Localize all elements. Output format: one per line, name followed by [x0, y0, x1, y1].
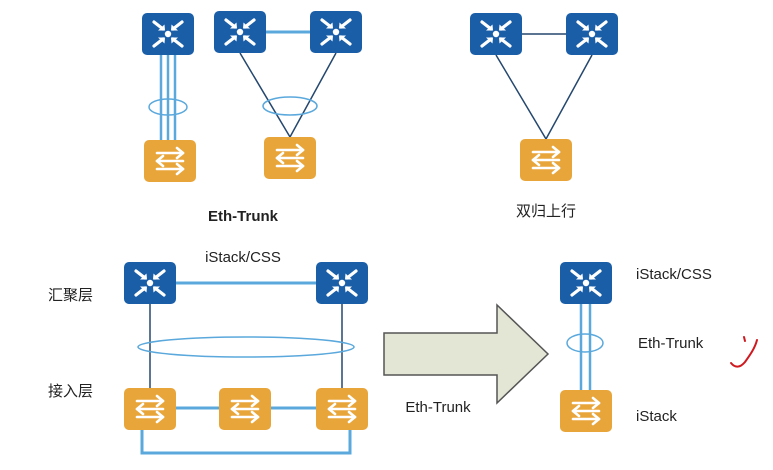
trunk-bundle-ellipse [566, 333, 604, 353]
stacked-topology-left [124, 262, 368, 455]
core-switch-icon [566, 13, 618, 55]
trunk-bundle-ellipse [137, 336, 355, 358]
access-switch-icon [520, 139, 572, 181]
core-switch-icon [560, 262, 612, 304]
right-istack-label: iStack [636, 408, 677, 425]
access-switch-icon [219, 388, 271, 430]
trunk-bundle-ellipse [148, 98, 188, 116]
core-switch-icon [214, 11, 266, 53]
core-switch-icon [470, 13, 522, 55]
core-switch-icon [124, 262, 176, 304]
eth-trunk-caption: Eth-Trunk [208, 208, 279, 225]
right-istack-css-label: iStack/CSS [636, 266, 712, 283]
access-switch-icon [144, 140, 196, 182]
core-switch-icon [142, 13, 194, 55]
access-switch-icon [560, 390, 612, 432]
aggregation-layer-label: 汇聚层 [48, 286, 93, 304]
transform-arrow-icon [383, 303, 550, 405]
access-switch-icon [264, 137, 316, 179]
access-switch-icon [124, 388, 176, 430]
access-switch-icon [316, 388, 368, 430]
right-eth-trunk-label: Eth-Trunk [638, 335, 704, 352]
eth-trunk-bottom-label: Eth-Trunk [405, 399, 471, 416]
dual-uplink-caption: 双归上行 [516, 202, 576, 220]
logical-topology-right [560, 262, 612, 432]
core-switch-icon [310, 11, 362, 53]
istack-css-label: iStack/CSS [205, 249, 281, 266]
core-switch-icon [316, 262, 368, 304]
eth-trunk-example-left [142, 13, 196, 182]
handwritten-check-icon [730, 336, 758, 368]
trunk-bundle-ellipse [262, 96, 318, 116]
dual-uplink-example [470, 13, 618, 181]
access-layer-label: 接入层 [48, 382, 93, 400]
eth-trunk-example-triangle [214, 11, 362, 179]
